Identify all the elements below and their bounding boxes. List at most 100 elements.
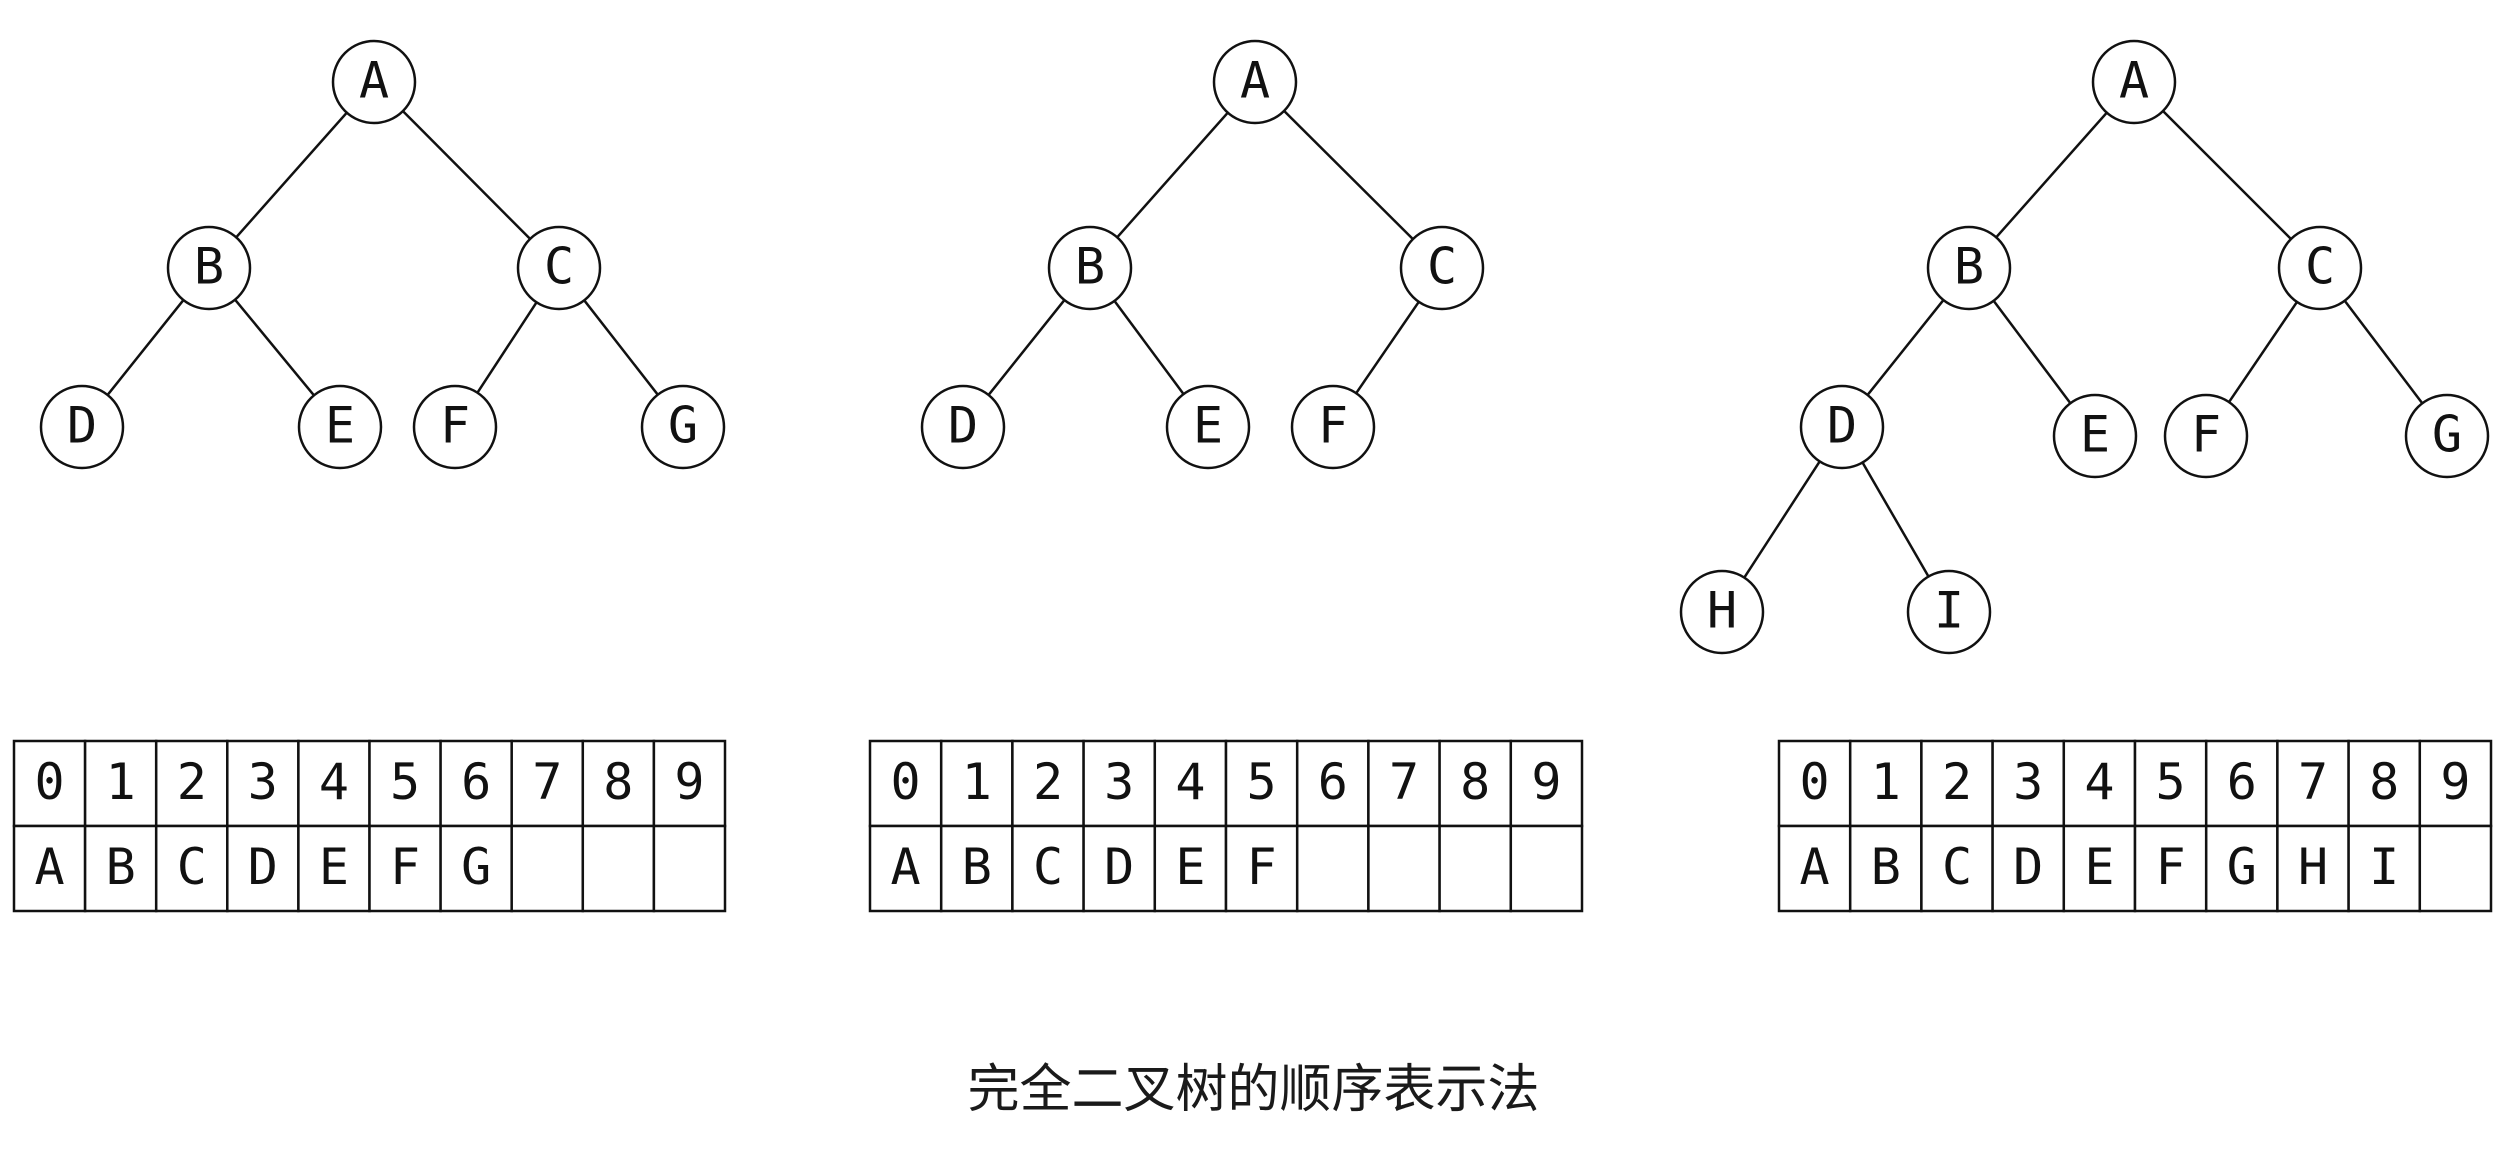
- node-label: D: [948, 397, 978, 455]
- array-value: H: [2298, 838, 2328, 896]
- array-value: D: [1104, 838, 1134, 896]
- value-cell: [510, 824, 585, 913]
- index-label: 3: [1104, 753, 1134, 811]
- index-label: 7: [532, 753, 562, 811]
- array-value: A: [1800, 838, 1830, 896]
- node-label: B: [1075, 238, 1105, 296]
- value-cell: [1367, 824, 1441, 913]
- index-cell: [1920, 739, 1994, 828]
- value-cell: [1509, 824, 1584, 913]
- index-label: 2: [177, 753, 207, 811]
- index-label: 8: [1460, 753, 1490, 811]
- node-label: D: [1827, 397, 1857, 455]
- node-label: E: [1193, 397, 1223, 455]
- tree-node-C: C: [1399, 225, 1485, 311]
- value-cell: [1153, 824, 1228, 913]
- index-label: 2: [1033, 753, 1063, 811]
- edge-C-G: [583, 299, 659, 396]
- array-value: F: [390, 838, 420, 896]
- value-cell: [226, 824, 300, 913]
- index-label: 5: [390, 753, 420, 811]
- array-value: B: [106, 838, 136, 896]
- tree-node-G: G: [640, 384, 726, 470]
- node-circle: [1165, 384, 1251, 470]
- edge-B-D: [987, 299, 1066, 396]
- node-label: F: [1318, 397, 1348, 455]
- index-cell: [2204, 739, 2279, 828]
- tree-node-A: A: [2091, 39, 2177, 125]
- node-circle: [2277, 225, 2363, 311]
- index-label: 1: [106, 753, 136, 811]
- array-value: A: [34, 838, 64, 896]
- value-cell: [2276, 824, 2350, 913]
- node-circle: [1212, 39, 1298, 125]
- node-label: B: [1954, 238, 1984, 296]
- index-cell: [2276, 739, 2350, 828]
- value-cell: [868, 824, 943, 913]
- node-circle: [1906, 569, 1992, 655]
- index-cell: [1991, 739, 2066, 828]
- index-label: 8: [603, 753, 633, 811]
- node-label: A: [1240, 52, 1270, 110]
- value-cell: [1848, 824, 1923, 913]
- node-label: A: [359, 52, 389, 110]
- value-cell: [154, 824, 229, 913]
- tree-node-B: B: [1047, 225, 1133, 311]
- value-cell: [83, 824, 158, 913]
- index-cell: [2062, 739, 2137, 828]
- value-cell: [1991, 824, 2066, 913]
- node-circle: [2404, 393, 2490, 479]
- node-label: H: [1707, 582, 1737, 640]
- index-cell: [154, 739, 229, 828]
- edge-D-I: [1861, 461, 1930, 578]
- value-cell: [581, 824, 656, 913]
- index-label: 5: [2156, 753, 2186, 811]
- index-cell: [868, 739, 943, 828]
- tree-node-F: F: [1290, 384, 1376, 470]
- tree-node-H: H: [1679, 569, 1765, 655]
- node-label: I: [1934, 582, 1964, 640]
- array-value: I: [2369, 838, 2399, 896]
- node-label: C: [2305, 238, 2335, 296]
- node-circle: [412, 384, 498, 470]
- edge-A-B: [1995, 111, 2108, 239]
- array-value: D: [2013, 838, 2043, 896]
- edge-B-D: [106, 299, 185, 396]
- edge-B-E: [234, 298, 315, 397]
- edge-C-G: [2343, 299, 2424, 405]
- array-value: C: [177, 838, 207, 896]
- node-circle: [1799, 384, 1885, 470]
- node-label: E: [325, 397, 355, 455]
- edge-C-F: [1355, 301, 1420, 394]
- value-cell: [2347, 824, 2422, 913]
- value-cell: [939, 824, 1014, 913]
- index-label: 3: [2013, 753, 2043, 811]
- node-label: C: [544, 238, 574, 296]
- tree-node-C: C: [2277, 225, 2363, 311]
- node-label: C: [1427, 238, 1457, 296]
- index-label: 9: [674, 753, 704, 811]
- value-cell: [1224, 824, 1299, 913]
- index-label: 3: [248, 753, 278, 811]
- edge-A-B: [1116, 111, 1229, 239]
- tree-node-D: D: [39, 384, 125, 470]
- array-value: F: [1247, 838, 1277, 896]
- node-circle: [331, 39, 417, 125]
- node-circle: [1679, 569, 1765, 655]
- array-value: G: [461, 838, 491, 896]
- index-label: 6: [2227, 753, 2257, 811]
- node-label: A: [2119, 52, 2149, 110]
- node-circle: [297, 384, 383, 470]
- index-label: 6: [461, 753, 491, 811]
- value-cell: [1295, 824, 1370, 913]
- node-circle: [1399, 225, 1485, 311]
- tree-node-D: D: [1799, 384, 1885, 470]
- edge-C-F: [476, 301, 538, 394]
- tree-node-B: B: [166, 225, 252, 311]
- edge-D-H: [1743, 460, 1821, 579]
- edge-A-C: [1283, 110, 1414, 240]
- value-cell: [297, 824, 371, 913]
